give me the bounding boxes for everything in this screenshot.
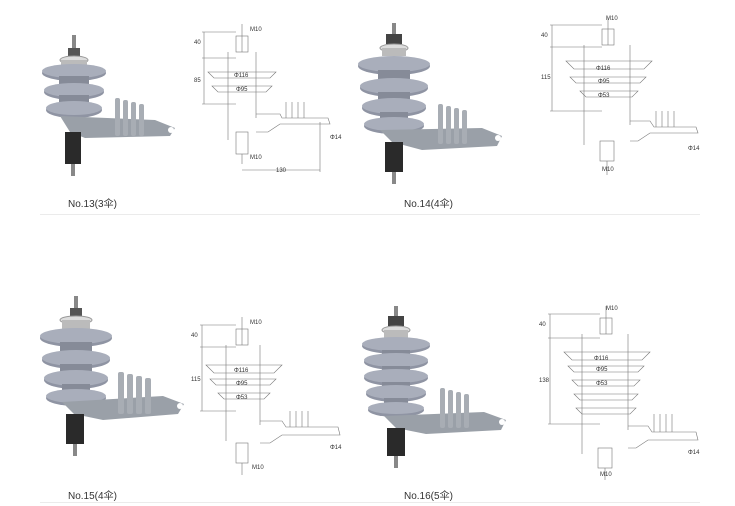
dim-d1: Φ116 [234,73,249,79]
dim-d2: Φ95 [236,381,248,387]
dimension-drawing-no14: M10 40 115 Φ116 Φ95 Φ53 Φ14 M10 [540,15,710,180]
dim-d2: Φ95 [236,87,248,93]
dim-bottom-bolt: M10 [602,167,614,173]
dim-d3: Φ53 [596,381,608,387]
dim-top-height: 40 [194,40,201,46]
caption-no14: No.14(4伞) [404,199,453,210]
dimension-drawing-no16: M10 40 138 Φ116 Φ95 Φ53 Φ14 M10 [538,304,710,484]
dim-d3: Φ53 [236,395,248,401]
arrester-photo-no16 [356,304,516,474]
dim-d1: Φ116 [594,356,609,362]
dim-top-height: 40 [539,322,546,328]
dim-top-bolt: M10 [606,306,618,312]
dim-top-height: 40 [191,333,198,339]
dim-body-height: 138 [539,378,550,384]
row-divider [40,214,700,215]
arrester-photo-no13 [25,28,185,188]
dim-hole: Φ14 [330,135,342,141]
dim-top-bolt: M10 [250,27,262,33]
dim-bottom-bolt: M10 [600,472,612,478]
dim-d1: Φ116 [234,368,249,374]
dim-top-bolt: M10 [606,16,618,22]
dimension-drawing-no15: M10 40 115 Φ116 Φ95 Φ53 Φ14 M10 [190,315,350,480]
dim-hole: Φ14 [688,146,700,152]
dimension-drawing-no13: M10 40 85 Φ116 Φ95 Φ14 M10 130 [190,22,350,182]
dim-d2: Φ95 [598,79,610,85]
dim-hole: Φ14 [330,445,342,451]
dim-length: 130 [276,168,287,174]
dim-hole: Φ14 [688,450,700,456]
caption-no16: No.16(5伞) [404,491,453,502]
dim-top-height: 40 [541,33,548,39]
dim-body-height: 85 [194,78,201,84]
dim-body-height: 115 [191,377,201,383]
caption-no15: No.15(4伞) [68,491,117,502]
dim-d1: Φ116 [596,66,611,72]
arrester-photo-no15 [28,292,188,462]
dim-d3: Φ53 [598,93,610,99]
dim-bottom-bolt: M10 [252,465,264,471]
dim-d2: Φ95 [596,367,608,373]
dim-body-height: 115 [541,75,551,81]
row-divider [40,502,700,503]
dim-top-bolt: M10 [250,320,262,326]
dim-bottom-bolt: M10 [250,155,262,161]
arrester-photo-no14 [352,18,512,188]
caption-no13: No.13(3伞) [68,199,117,210]
